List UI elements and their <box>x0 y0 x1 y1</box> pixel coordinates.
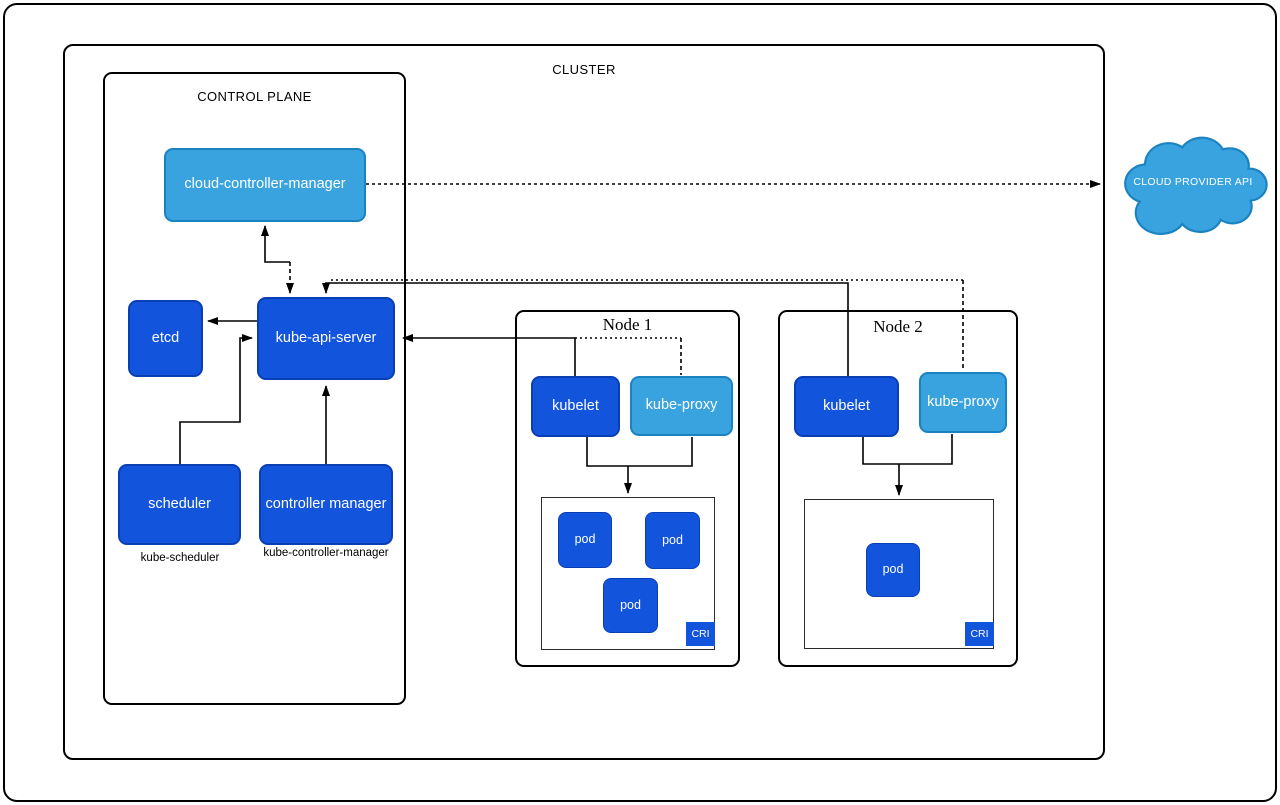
node2-boundary <box>778 310 1018 667</box>
line-node1-join <box>586 437 693 467</box>
kube-scheduler-caption: kube-scheduler <box>140 552 220 564</box>
node2-kubelet-box: kubelet <box>794 376 899 437</box>
cluster-label: CLUSTER <box>552 62 616 77</box>
node1-boundary <box>515 310 740 667</box>
page-border <box>3 3 1277 802</box>
cloud-provider-api: CLOUD PROVIDER API <box>1113 126 1273 240</box>
arrow-apiserver-to-ccm <box>261 225 290 263</box>
cluster-boundary <box>63 44 1105 760</box>
cloud-controller-manager-box: cloud-controller-manager <box>164 148 366 222</box>
node1-title: Node 1 <box>602 315 653 334</box>
node2-title: Node 2 <box>873 317 923 336</box>
control-plane-label: CONTROL PLANE <box>197 89 312 104</box>
node1-kubelet-box: kubelet <box>531 376 620 437</box>
kube-controller-manager-caption: kube-controller-manager <box>263 547 389 559</box>
scheduler-box: scheduler <box>118 464 241 545</box>
node1-cri-badge: CRI <box>686 622 715 646</box>
node1-pod-3: pod <box>603 578 658 633</box>
controller-manager-box: controller manager <box>259 464 393 545</box>
arrow-scheduler-to-apiserver <box>179 334 253 464</box>
cloud-icon <box>1124 136 1268 235</box>
node2-kube-proxy-box: kube-proxy <box>919 372 1007 433</box>
node1-pod-1: pod <box>558 512 612 568</box>
control-plane-boundary <box>103 72 406 705</box>
arrow-node2-kubelet-to-apiserver <box>322 282 849 376</box>
node1-pod-2: pod <box>645 512 700 569</box>
node1-kube-proxy-box: kube-proxy <box>630 376 733 436</box>
etcd-box: etcd <box>128 300 203 377</box>
line-node2-join <box>862 434 953 465</box>
node2-cri-badge: CRI <box>965 622 994 646</box>
cloud-provider-api-label: CLOUD PROVIDER API <box>1133 176 1253 189</box>
node2-pod-1: pod <box>866 543 920 597</box>
kube-api-server-box: kube-api-server <box>257 297 395 380</box>
